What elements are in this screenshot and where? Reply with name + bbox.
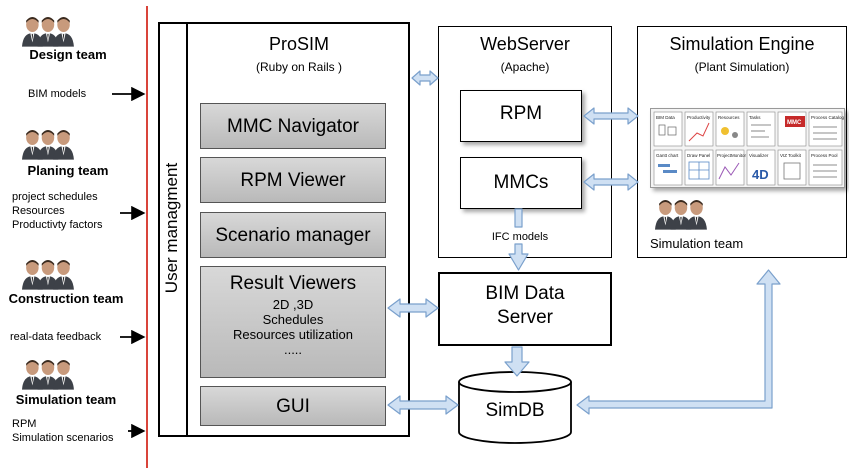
result-viewers-item: 2D ,3D	[272, 297, 314, 312]
svg-text:Process Pool: Process Pool	[811, 153, 838, 158]
simulation-engine-title: Simulation Engine	[669, 34, 815, 54]
prosim-webserver-arrow	[411, 70, 439, 86]
construction-team-label: Construction team	[8, 291, 124, 306]
webserver-title: WebServer	[480, 34, 570, 54]
prosim-subtitle: (Ruby on Rails )	[255, 60, 343, 74]
mmc-navigator-module: MMC Navigator	[200, 103, 386, 149]
svg-text:ProjectMonitor: ProjectMonitor	[717, 153, 747, 158]
result-viewers-title: Result Viewers	[229, 273, 357, 294]
simulation-engine-team-label: Simulation team	[650, 236, 744, 251]
construction-team-note: real-data feedback	[10, 331, 102, 343]
ifc-models-label: IFC models	[491, 231, 549, 243]
result-viewers-module: Result Viewers 2D ,3D Schedules Resource…	[200, 266, 386, 378]
rpm-simengine-arrow	[583, 107, 639, 125]
rpm-viewer-module: RPM Viewer	[200, 157, 386, 203]
bim-data-server-line2: Server	[497, 307, 553, 328]
simdb-simengine-arrow	[576, 269, 781, 415]
svg-text:Process Catalog: Process Catalog	[811, 115, 845, 120]
gui-module: GUI	[200, 386, 386, 426]
result-viewers-item: Schedules	[262, 312, 324, 327]
svg-text:4D: 4D	[752, 167, 769, 182]
user-management-divider	[186, 22, 188, 437]
svg-text:BIM Data: BIM Data	[656, 115, 675, 120]
svg-text:Productivity: Productivity	[687, 115, 711, 120]
bim-data-server-box: BIM Data Server	[438, 272, 612, 346]
scenario-manager-module: Scenario manager	[200, 212, 386, 258]
webserver-subtitle: (Apache)	[500, 60, 550, 74]
plant-simulation-screenshot: BIM Data Productivity Resources Tasks Pr…	[650, 108, 845, 188]
simulation-team-notes: RPM Simulation scenarios	[12, 418, 114, 444]
svg-text:MMC: MMC	[787, 120, 802, 126]
simulation-engine-subtitle: (Plant Simulation)	[694, 60, 790, 74]
prosim-title: ProSIM	[268, 34, 329, 54]
simdb-cylinder	[458, 371, 572, 444]
mmcs-simengine-arrow	[583, 173, 639, 191]
svg-text:VIZ Toolkit: VIZ Toolkit	[780, 153, 802, 158]
team-separator-line	[146, 6, 148, 468]
ifc-bim-arrow	[508, 243, 529, 271]
planing-team-notes: project schedules Resources Productivty …	[12, 191, 103, 231]
svg-text:Gantt chart: Gantt chart	[656, 153, 679, 158]
bim-data-server-line1: BIM Data	[485, 283, 565, 304]
svg-text:Tasks: Tasks	[749, 115, 761, 120]
svg-text:Resources: Resources	[718, 115, 740, 120]
webserver-mmcs-box: MMCs	[460, 157, 582, 209]
webserver-rpm-box: RPM	[460, 90, 582, 142]
gui-simdb-arrow	[387, 395, 459, 415]
svg-text:Visualizer: Visualizer	[749, 153, 769, 158]
result-viewers-item: Resources utilization	[233, 327, 353, 342]
design-team-label: Design team	[29, 47, 107, 62]
simulation-team-label: Simulation team	[15, 392, 117, 407]
simdb-label: SimDB	[485, 400, 545, 421]
mmcs-bim-arrow	[514, 208, 523, 228]
results-bim-arrow	[387, 298, 439, 318]
plant-simulation-tiles: BIM Data Productivity Resources Tasks Pr…	[653, 111, 845, 186]
planing-team-label: Planing team	[27, 163, 109, 178]
result-viewers-item: .....	[283, 342, 303, 357]
design-team-note: BIM models	[28, 88, 87, 100]
svg-text:Draw Panel: Draw Panel	[687, 153, 710, 158]
bim-simdb-arrow	[504, 346, 530, 377]
